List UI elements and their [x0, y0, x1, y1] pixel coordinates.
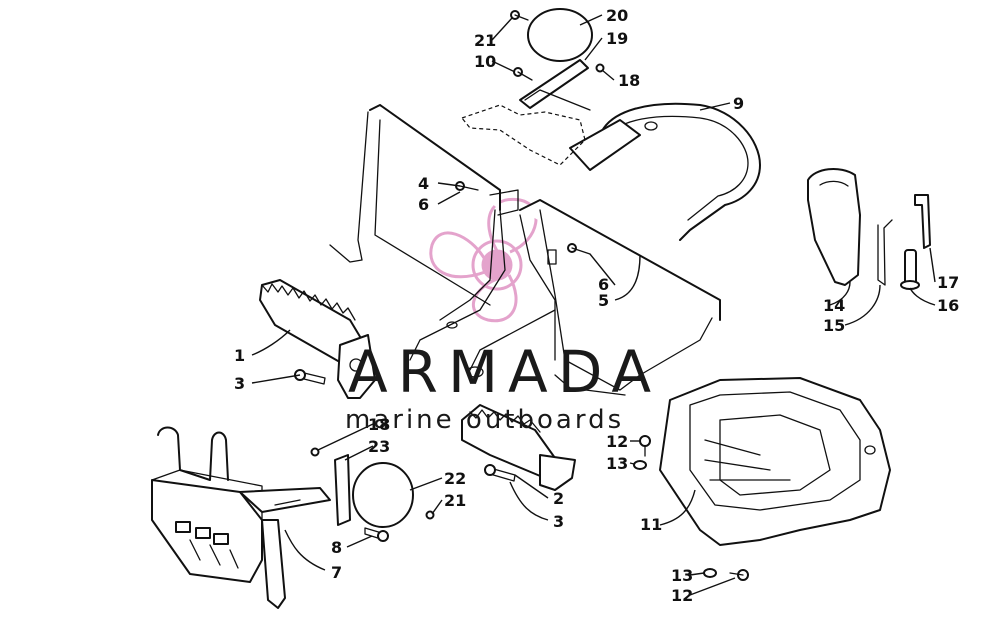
right-footpeg-part	[461, 404, 576, 491]
callout-7: 7	[331, 563, 342, 582]
leader-lines	[251, 14, 936, 596]
callout-18: 18	[368, 415, 390, 434]
callout-15: 15	[823, 316, 845, 335]
clip-part	[877, 219, 893, 286]
bolt-icon	[294, 369, 326, 385]
bolt-icon	[639, 435, 651, 457]
rod-part	[914, 194, 931, 249]
callout-6: 6	[418, 195, 429, 214]
watermark-title: ARMADA	[348, 338, 661, 406]
right-frame-part	[466, 199, 721, 396]
rear-bracket-part	[460, 102, 761, 241]
bolt-icon	[513, 67, 533, 81]
front-bumper-part	[151, 426, 331, 609]
callout-19: 19	[606, 29, 628, 48]
skid-plate-part	[659, 377, 891, 546]
callout-13: 13	[671, 566, 693, 585]
left-footpeg-part	[259, 279, 376, 399]
callout-1: 1	[234, 346, 245, 365]
reflector-plate-part	[352, 462, 414, 528]
callout-21: 21	[444, 491, 466, 510]
bolt-icon	[567, 243, 591, 255]
bolt-icon	[510, 10, 529, 21]
callout-9: 9	[733, 94, 744, 113]
reflector-bracket-part	[334, 454, 351, 526]
callout-10: 10	[474, 52, 496, 71]
nut-icon	[310, 447, 320, 457]
callout-16: 16	[937, 296, 959, 315]
callout-12: 12	[671, 586, 693, 605]
callout-4: 4	[418, 174, 429, 193]
bolt-icon	[729, 569, 749, 581]
callout-3: 3	[553, 512, 564, 531]
nut-icon	[595, 63, 605, 73]
bolt-icon	[484, 464, 516, 482]
callout-23: 23	[368, 437, 390, 456]
side-guard-part	[807, 168, 861, 286]
callout-13: 13	[606, 454, 628, 473]
callout-17: 17	[937, 273, 959, 292]
watermark-subtitle: marine outboards	[345, 405, 624, 435]
license-bracket-part	[519, 8, 593, 111]
washer-icon	[703, 568, 717, 578]
washer-icon	[633, 460, 647, 470]
pin-part	[900, 249, 920, 290]
callout-11: 11	[640, 515, 662, 534]
callout-12: 12	[606, 432, 628, 451]
callout-6: 6	[598, 275, 609, 294]
callout-21: 21	[474, 31, 496, 50]
callout-20: 20	[606, 6, 628, 25]
callout-5: 5	[598, 291, 609, 310]
callout-2: 2	[553, 489, 564, 508]
callout-8: 8	[331, 538, 342, 557]
callout-3: 3	[234, 374, 245, 393]
callout-14: 14	[823, 296, 845, 315]
left-frame-part	[329, 104, 519, 361]
bolt-icon	[364, 527, 389, 542]
callout-18: 18	[618, 71, 640, 90]
callout-22: 22	[444, 469, 466, 488]
